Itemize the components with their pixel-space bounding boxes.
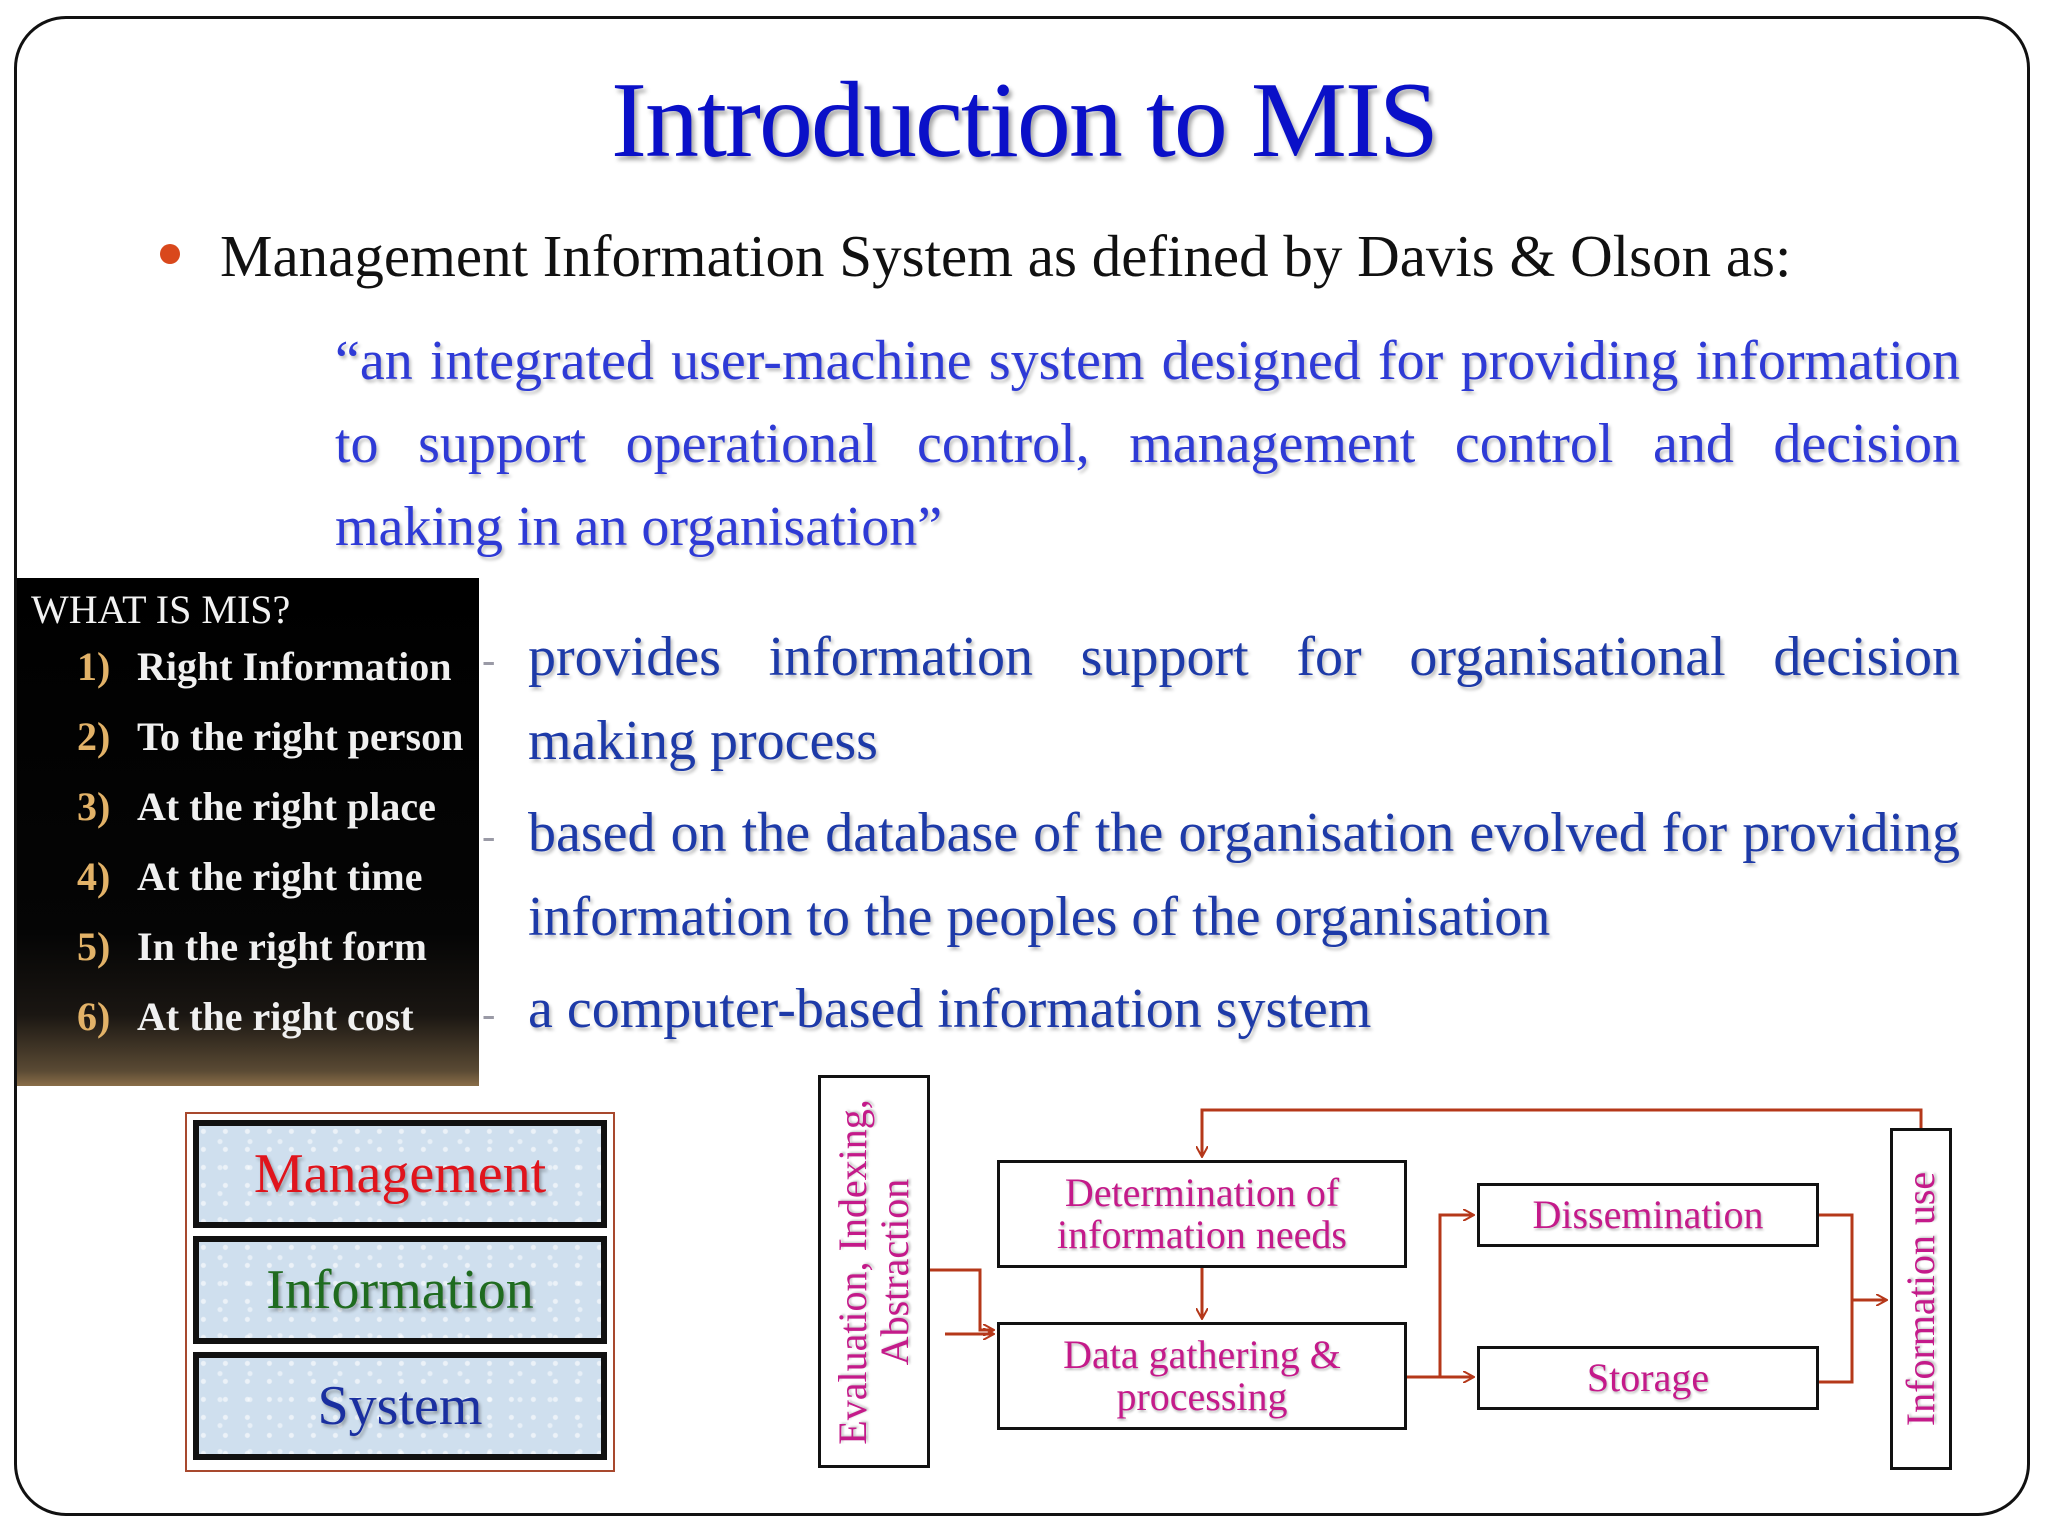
slide-frame — [14, 16, 2030, 1516]
slide-title: Introduction to MIS — [611, 61, 1439, 180]
what-is-mis-heading: WHAT IS MIS? — [31, 587, 291, 632]
list-item-number: 3) — [77, 784, 111, 829]
list-item-number: 5) — [77, 924, 111, 969]
information-use-box: Information use — [1890, 1128, 1952, 1470]
list-item: 4) At the right time — [31, 850, 479, 920]
list-item-number: 1) — [77, 644, 111, 689]
list-item: 6) At the right cost — [31, 990, 479, 1060]
to-dissemination-arrow — [1438, 1215, 1473, 1377]
from-dissemination-line — [1819, 1213, 1854, 1300]
determination-box: Determination of information needs — [997, 1160, 1407, 1268]
storage-box: Storage — [1477, 1346, 1819, 1410]
feedback-arrow — [1202, 1108, 1923, 1156]
list-item: 5) In the right form — [31, 920, 479, 990]
from-storage-line — [1819, 1300, 1854, 1384]
intro-text: Management Information System as defined… — [220, 223, 1792, 289]
list-item-number: 6) — [77, 994, 111, 1039]
what-is-mis-panel: WHAT IS MIS? 1) Right Information 2) To th… — [17, 578, 479, 1086]
system-word: System — [193, 1352, 607, 1460]
management-word: Management — [193, 1120, 607, 1228]
mis-acronym-box: Management Information System — [185, 1112, 615, 1472]
list-item-text: In the right form — [137, 924, 427, 969]
evaluation-arrow — [930, 1268, 993, 1330]
list-item-number: 2) — [77, 714, 111, 759]
information-word: Information — [193, 1236, 607, 1344]
dash-marker: - — [482, 637, 496, 682]
bullet-icon — [160, 244, 180, 264]
mis-points: provides information support for organis… — [528, 615, 1960, 1051]
point-item: a computer-based information system — [528, 978, 1372, 1040]
list-item: 2) To the right person — [31, 710, 479, 780]
dissemination-box: Dissemination — [1477, 1183, 1819, 1247]
what-is-mis-list: 1) Right Information 2) To the right perso… — [31, 640, 479, 1060]
list-item-text: Right Information — [137, 644, 452, 689]
list-item: 3) At the right place — [31, 780, 479, 850]
point-item: provides information support for organis… — [528, 626, 1960, 772]
definition-quote: “an integrated user-machine system desig… — [335, 330, 1960, 558]
list-item-text: At the right time — [137, 854, 423, 899]
evaluation-box: Evaluation, Indexing, Abstraction — [818, 1075, 930, 1468]
dash-marker: - — [482, 991, 496, 1036]
data-gathering-box: Data gathering & processing — [997, 1322, 1407, 1430]
list-item-text: To the right person — [137, 714, 464, 759]
list-item-number: 4) — [77, 854, 111, 899]
list-item-text: At the right place — [137, 784, 436, 829]
list-item: 1) Right Information — [31, 640, 479, 710]
list-item-text: At the right cost — [137, 994, 414, 1039]
dash-marker: - — [482, 813, 496, 858]
point-item: based on the database of the organisatio… — [528, 802, 1960, 948]
